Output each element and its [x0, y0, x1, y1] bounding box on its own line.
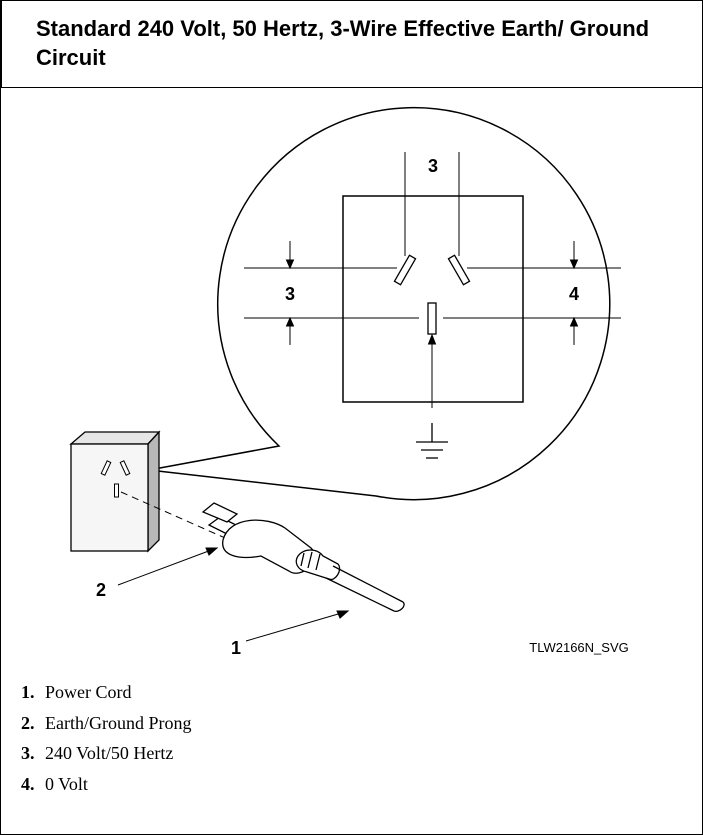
callout-prong: 2 [96, 580, 106, 600]
ground-icon [416, 423, 448, 459]
legend-item: 2.Earth/Ground Prong [21, 712, 192, 733]
figure-code: TLW2166N_SVG [529, 640, 628, 655]
neutral-slot [447, 254, 471, 286]
callout-right: 4 [569, 284, 579, 304]
title-block: Standard 240 Volt, 50 Hertz, 3-Wire Effe… [1, 0, 703, 88]
callout-cord: 1 [231, 638, 241, 658]
ground-leader [427, 333, 437, 408]
outlet-slots [100, 460, 131, 498]
dimension-lines [244, 267, 621, 319]
legend-item: 3.240 Volt/50 Hertz [21, 743, 174, 763]
legend-item: 4.0 Volt [21, 773, 88, 794]
socket-face [342, 195, 524, 403]
figure-title: Standard 240 Volt, 50 Hertz, 3-Wire Effe… [36, 16, 650, 70]
callout-top: 3 [428, 156, 438, 176]
legend-item: 1.Power Cord [21, 682, 132, 702]
dimension-arrows [285, 241, 579, 345]
power-plug [201, 502, 405, 612]
insertion-guide [120, 491, 242, 546]
legend-list: 1.Power Cord 2.Earth/Ground Prong 3.240 … [21, 677, 191, 799]
top-leader-lines [404, 152, 460, 256]
plug-leaders [117, 547, 350, 642]
plug-socket-diagram: 3 3 4 [69, 106, 629, 658]
earth-slot [427, 302, 437, 335]
callout-left: 3 [285, 284, 295, 304]
active-slot [393, 254, 417, 286]
